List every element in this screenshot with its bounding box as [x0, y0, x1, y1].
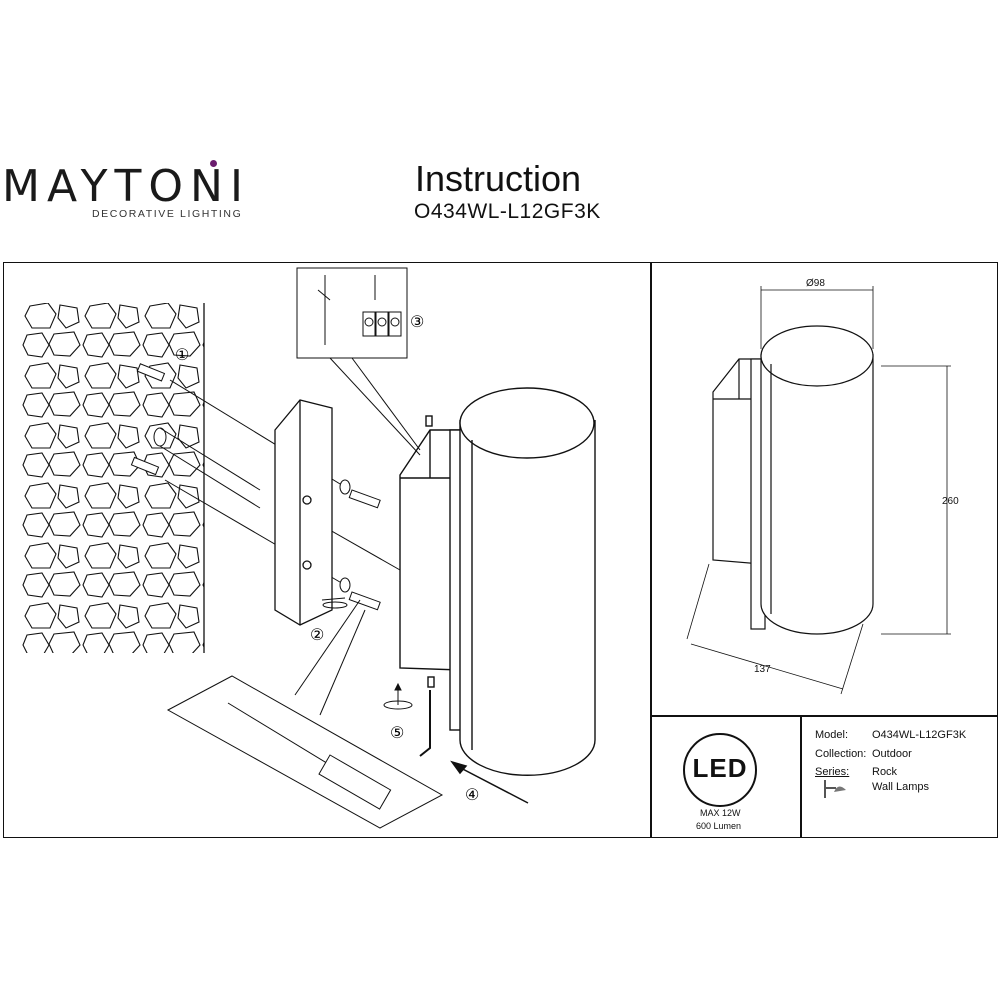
led-badge: [683, 733, 757, 807]
wall-lamp-icon: [824, 780, 846, 798]
dimension-drawing: [686, 286, 951, 695]
mounting-bracket: [274, 399, 333, 626]
hex-key-icon: [419, 690, 431, 757]
step-1-label: ①: [175, 347, 189, 364]
page-title: Instruction: [415, 158, 582, 199]
instruction-frame: [3, 262, 998, 838]
led-power: MAX 12W: [700, 808, 741, 818]
divider: [650, 715, 998, 717]
installation-diagram: ① ② ③ ④ ⑤: [22, 267, 596, 829]
spec-series-label: Series:: [815, 766, 850, 778]
spec-type-value: Wall Lamps: [872, 781, 930, 793]
step-4-label: ④: [465, 787, 479, 804]
model-code: O434WL-L12GF3K: [414, 200, 601, 223]
dimension-height: 260: [942, 496, 959, 507]
brand-tagline: DECORATIVE LIGHTING: [92, 208, 243, 220]
screws: [321, 479, 381, 611]
divider: [800, 715, 802, 838]
spec-collection-value: Outdoor: [872, 748, 912, 760]
dimension-diameter: Ø98: [806, 278, 825, 289]
brand-logo-dot: [210, 160, 217, 167]
wall-texture: [22, 303, 205, 653]
spec-collection-label: Collection:: [815, 748, 867, 760]
spec-series-value: Rock: [872, 766, 898, 778]
push-arrow: [450, 760, 529, 804]
screwdriver-icon: [166, 599, 444, 829]
step-2-label: ②: [310, 627, 324, 644]
spec-model-label: Model:: [815, 729, 849, 741]
rotate-arrow-icon: [322, 601, 413, 710]
brand-logo: MAYTONI: [2, 161, 250, 212]
led-lumen: 600 Lumen: [696, 821, 742, 831]
step-3-label: ③: [410, 314, 424, 331]
spec-model-value: O434WL-L12GF3K: [872, 729, 967, 741]
step-5-label: ⑤: [390, 725, 404, 742]
wiring-callout: [296, 267, 421, 456]
led-label: LED: [692, 753, 748, 783]
dimension-depth: 137: [754, 664, 771, 675]
wall-plugs: [130, 363, 261, 509]
divider: [650, 262, 652, 838]
lamp-body: [399, 387, 596, 776]
